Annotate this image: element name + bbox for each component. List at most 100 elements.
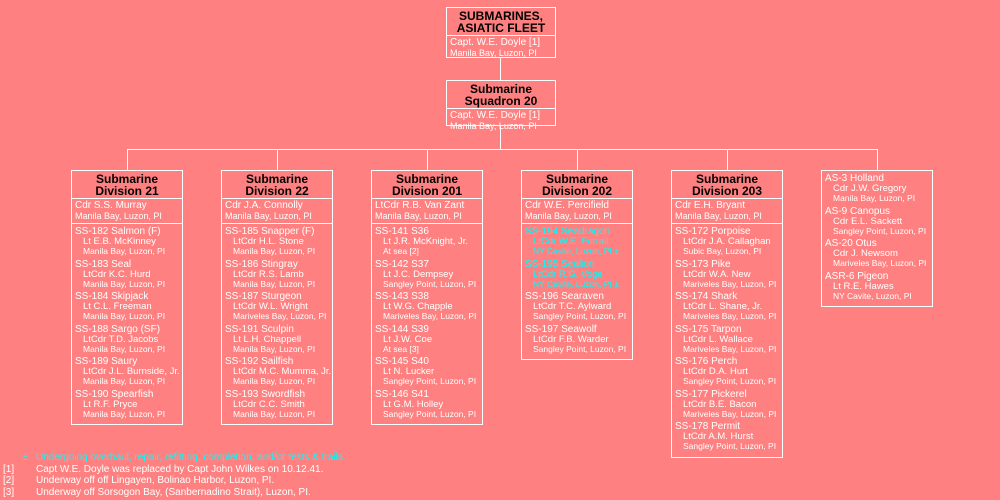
division-title: Submarine Division 21 [72, 171, 182, 199]
unit-entry: SS-191 Sculpin Lt L.H. Chappell Manila B… [225, 324, 331, 355]
unit-name: SS-183 Seal [75, 258, 132, 270]
unit-entry: SS-177 Pickerel LtCdr B.E. Bacon Marivel… [675, 389, 781, 420]
division-commander-block: Cdr S.S. Murray Manila Bay, Luzon, PI [72, 199, 182, 224]
unit-name: SS-173 Pike [675, 258, 731, 270]
unit-name: SS-188 Sargo (SF) [75, 323, 161, 335]
unit-commander: LtCdr R.G. Voge [533, 268, 603, 280]
fleet-box: SUBMARINES, ASIATIC FLEET Capt. W.E. Doy… [446, 7, 556, 58]
footnote-marker: ± [22, 452, 29, 463]
unit-commander: Lt N. Lucker [383, 366, 435, 377]
connector-line [127, 149, 878, 150]
unit-entry: AS-3 Holland Cdr J.W. Gregory Manila Bay… [825, 174, 931, 204]
unit-entry: SS-190 Spearfish Lt R.F. Pryce Manila Ba… [75, 389, 181, 420]
division-commander-block: LtCdr R.B. Van Zant Manila Bay, Luzon, P… [372, 199, 482, 224]
unit-location: Manila Bay, Luzon, PI [83, 376, 166, 386]
division-location: Manila Bay, Luzon, PI [675, 211, 762, 221]
squadron-title-line2: Squadron 20 [464, 94, 538, 108]
division-title-line1: Submarine [395, 172, 458, 186]
unit-entry: SS-184 Skipjack Lt C.L. Freeman Manila B… [75, 292, 181, 322]
unit-name: SS-172 Porpoise [675, 226, 751, 237]
unit-commander: LtCdr W.L. Wright [233, 301, 308, 312]
unit-name: SS-142 S37 [375, 258, 429, 270]
unit-entry: SS-176 Perch LtCdr D.A. Hurt Sangley Poi… [675, 357, 781, 387]
unit-entry: SS-173 Pike LtCdr W.A. New Mariveles Bay… [675, 258, 781, 290]
division-units: SS-194 Seadragon LtCdr W.E. Ferrall NY C… [522, 224, 632, 359]
unit-location: Mariveles Bay, Luzon, PI [233, 311, 327, 321]
unit-entry: SS-183 Seal LtCdr K.C. Hurd Manila Bay, … [75, 258, 181, 290]
unit-commander: LtCdr M.C. Mumma, Jr. [233, 366, 332, 377]
unit-entry: SS-195 Sealion LtCdr R.G. Voge NY Cavite… [525, 259, 631, 290]
unit-commander: LtCdr T.D. Jacobs [83, 333, 159, 345]
division-units: SS-141 S36 Lt J.R. McKnight, Jr. At sea … [372, 224, 482, 424]
fleet-commander-block: Capt. W.E. Doyle [1] Manila Bay, Luzon, … [447, 36, 555, 59]
unit-location: At sea [3] [383, 343, 419, 354]
division-box: Submarine Division 22 Cdr J.A. Connolly … [221, 170, 333, 425]
unit-commander: LtCdr T.C. Aylward [533, 301, 612, 312]
footnote-text: Underway off off Lingayen, Bolinao Harbo… [36, 475, 275, 487]
unit-name: SS-196 Searaven [525, 291, 604, 302]
unit-name: SS-145 S40 [375, 356, 429, 367]
unit-location: Mariveles Bay, Luzon, PI [683, 311, 777, 321]
unit-entry: SS-175 Tarpon LtCdr L. Wallace Mariveles… [675, 323, 781, 355]
division-title: Submarine Division 202 [522, 171, 632, 199]
unit-name: AS-20 Otus [825, 238, 877, 249]
unit-name: ASR-6 Pigeon [825, 270, 889, 282]
footnote: [2] Underway off off Lingayen, Bolinao H… [3, 475, 346, 487]
unit-entry: SS-186 Stingray LtCdr R.S. Lamb Manila B… [225, 259, 331, 290]
unit-entry: SS-197 Seawolf LtCdr F.B. Warder Sangley… [525, 324, 631, 355]
unit-entry: SS-141 S36 Lt J.R. McKnight, Jr. At sea … [375, 227, 481, 257]
footnote-marker: [1] [3, 463, 15, 475]
unit-location: Mariveles Bay, Luzon, PI [683, 278, 777, 289]
fleet-title-line2: ASIATIC FLEET [456, 21, 546, 35]
unit-commander: Cdr E.L. Sackett [833, 215, 903, 227]
unit-entry: SS-143 S38 Lt W.G. Chapple Mariveles Bay… [375, 292, 481, 322]
unit-commander: Lt J.C. Dempsey [383, 268, 454, 280]
footnote-marker: [2] [3, 475, 15, 487]
unit-name: SS-184 Skipjack [75, 291, 149, 302]
fleet-title-line1: SUBMARINES, [458, 9, 543, 23]
unit-location: Sangley Point, Luzon, PI [383, 278, 477, 289]
unit-location: Manila Bay, Luzon, PI [233, 408, 316, 419]
unit-entry: SS-142 S37 Lt J.C. Dempsey Sangley Point… [375, 258, 481, 290]
unit-name: SS-175 Tarpon [675, 323, 742, 335]
unit-entry: SS-189 Saury LtCdr J.L. Burnside, Jr. Ma… [75, 357, 181, 387]
unit-commander: LtCdr L. Shane, Jr. [683, 301, 763, 312]
unit-name: AS-3 Holland [825, 173, 884, 184]
unit-name: SS-141 S36 [375, 226, 429, 237]
unit-entry: SS-193 Swordfish LtCdr C.C. Smith Manila… [225, 389, 331, 420]
unit-location: Manila Bay, Luzon, PI [833, 193, 916, 203]
unit-location: Manila Bay, Luzon, PI [233, 376, 316, 386]
unit-location: NY Cavite, Luzon, PI [833, 290, 912, 301]
unit-commander: Lt J.R. McKnight, Jr. [383, 236, 468, 247]
unit-name: AS-9 Canopus [825, 205, 891, 217]
footnote: [3] Underway off Sorsogon Bay, (Sanberna… [3, 487, 346, 499]
unit-commander: Cdr J.W. Gregory [833, 183, 907, 194]
unit-commander: LtCdr K.C. Hurd [83, 268, 151, 280]
unit-name: SS-176 Perch [675, 356, 738, 367]
unit-commander: LtCdr R.S. Lamb [233, 268, 304, 280]
connector-line [500, 57, 501, 81]
unit-location: Manila Bay, Luzon, PI [83, 278, 166, 289]
connector-line [500, 125, 501, 150]
unit-location: Mariveles Bay, Luzon, PI [833, 258, 927, 268]
unit-entry: SS-144 S39 Lt J.W. Coe At sea [3] [375, 324, 481, 355]
unit-location: Manila Bay, Luzon, PI [83, 343, 166, 354]
unit-location: Subic Bay, Luzon, PI [683, 246, 762, 256]
division-location: Manila Bay, Luzon, PI [225, 211, 312, 221]
unit-entry: SS-172 Porpoise LtCdr J.A. Callaghan Sub… [675, 227, 781, 257]
unit-entry: SS-174 Shark LtCdr L. Shane, Jr. Marivel… [675, 292, 781, 322]
unit-location: Mariveles Bay, Luzon, PI [683, 408, 777, 419]
connector-line [877, 149, 878, 170]
unit-location: NY Cavite, Luzon, PI ± [533, 246, 619, 256]
fleet-commander: Capt. W.E. Doyle [1] [450, 37, 541, 48]
division-box: Submarine Division 21 Cdr S.S. Murray Ma… [71, 170, 183, 425]
fleet-location: Manila Bay, Luzon, PI [450, 48, 537, 58]
unit-entry: SS-194 Seadragon LtCdr W.E. Ferrall NY C… [525, 227, 631, 257]
division-title: Submarine Division 22 [222, 171, 332, 199]
unit-name: SS-187 Sturgeon [225, 291, 302, 302]
unit-commander: LtCdr W.A. New [683, 268, 751, 280]
unit-commander: Lt L.H. Chappell [233, 333, 302, 345]
squadron-title-line1: Submarine [469, 82, 532, 96]
unit-location: Sangley Point, Luzon, PI [683, 441, 777, 451]
unit-commander: LtCdr B.E. Bacon [683, 398, 757, 410]
